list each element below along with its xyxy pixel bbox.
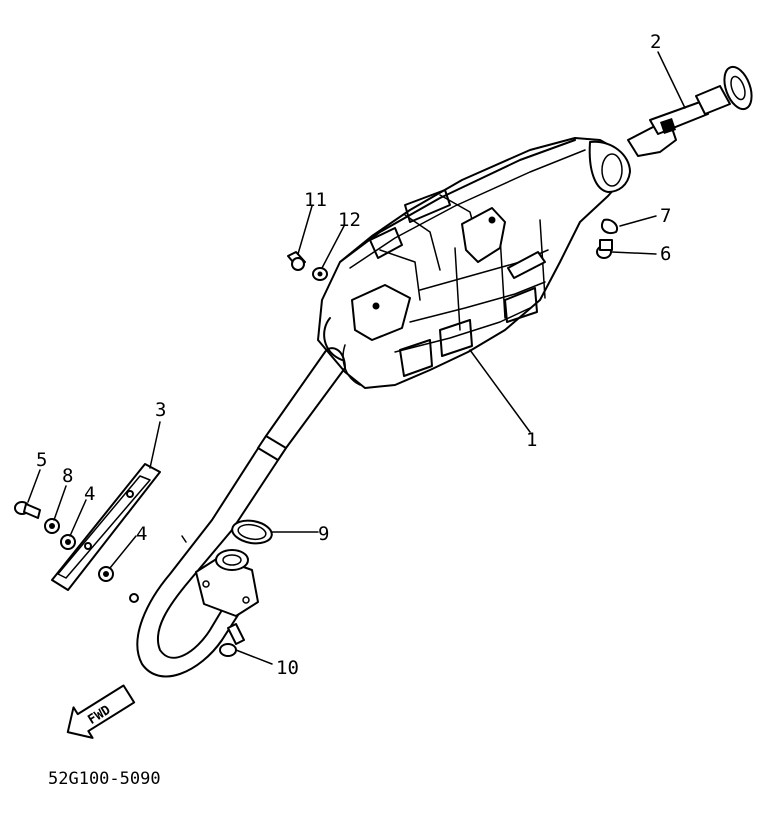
grommet-part-4a	[60, 534, 76, 550]
callout-1: 1	[526, 429, 537, 451]
callout-4b: 4	[136, 523, 147, 545]
callout-3: 3	[155, 399, 166, 421]
callout-7: 7	[660, 205, 671, 227]
exhaust-header-pipe	[129, 347, 346, 678]
pipe-flange	[195, 549, 259, 617]
grommet-part-4b	[98, 566, 114, 582]
tail-outlet-pipe	[627, 65, 753, 157]
callout-6: 6	[660, 243, 671, 265]
washer-part-12	[312, 267, 328, 281]
mounting-bracket-plate	[51, 463, 161, 591]
bolt-part-6	[596, 239, 613, 259]
callout-11: 11	[304, 189, 327, 211]
muffler-body	[317, 137, 631, 389]
bolt-part-11	[287, 251, 306, 271]
callout-10: 10	[276, 657, 299, 679]
leader-lines	[27, 51, 686, 665]
bolt-part-10	[219, 623, 245, 657]
fwd-direction-arrow: FWD	[66, 684, 136, 739]
callout-numbers: 1 2 3 4 4 5 6 7 8 9 10 11 12	[36, 31, 671, 679]
callout-9: 9	[318, 523, 329, 545]
callout-4a: 4	[84, 483, 95, 505]
callout-2: 2	[650, 31, 661, 53]
clip-part-7	[600, 218, 618, 234]
callout-12: 12	[338, 209, 361, 231]
callout-8: 8	[62, 465, 73, 487]
callout-5: 5	[36, 449, 47, 471]
bolt-part-5	[14, 501, 41, 519]
gasket-part-9	[231, 519, 273, 545]
washer-part-8	[44, 518, 60, 534]
diagram-part-code: 52G100-5090	[48, 769, 161, 789]
